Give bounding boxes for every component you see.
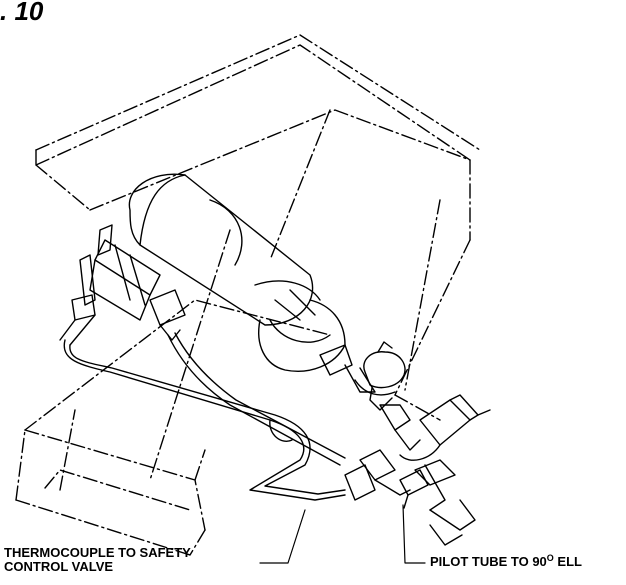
- pilot-tube-label-degree: O: [546, 553, 554, 563]
- thermocouple-label-line1: THERMOCOUPLE TO SAFETY: [4, 545, 191, 560]
- ell-fitting: [399, 459, 476, 546]
- tube-fitting-left: [149, 289, 186, 341]
- pilot-burner: [59, 224, 113, 346]
- pilot-tube-label-suffix: ELL: [553, 554, 582, 569]
- thermocouple-label: THERMOCOUPLE TO SAFETY CONTROL VALVE: [4, 546, 191, 574]
- burner-cylinder: [128, 173, 346, 372]
- pilot-tube-label: PILOT TUBE TO 90O ELL: [430, 553, 582, 569]
- guide-lines: [149, 109, 441, 481]
- leader-lines: [259, 504, 426, 564]
- mounting-bracket: [89, 239, 161, 321]
- figure-number: . 10: [0, 0, 44, 26]
- manifold-fitting: [344, 394, 491, 501]
- lower-tray-outline: [15, 239, 471, 556]
- upper-hood-outline: [35, 34, 481, 241]
- pilot-tube: [167, 332, 346, 466]
- gas-valve: [319, 341, 406, 411]
- thermocouple-tube: [63, 339, 346, 501]
- pilot-tube-label-text: PILOT TUBE TO 90: [430, 554, 547, 569]
- thermocouple-label-line2: CONTROL VALVE: [4, 559, 114, 574]
